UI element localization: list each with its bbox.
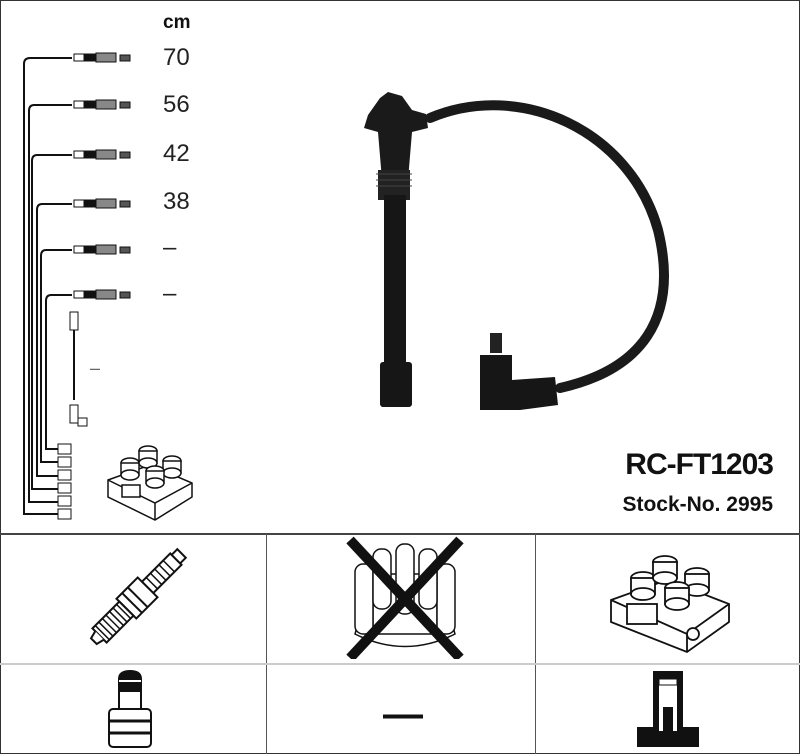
coil-connector-icon xyxy=(637,671,699,747)
grid-col-1 xyxy=(0,534,267,754)
distributor-cap-not-applicable-icon xyxy=(346,536,464,659)
row-divider xyxy=(0,663,800,665)
plug-connector-icon xyxy=(108,669,152,748)
product-panel: cm 70 56 xyxy=(0,12,800,535)
wire-set-schematic-icon xyxy=(23,52,131,520)
stock-number: Stock-No. 2995 xyxy=(622,493,773,516)
ignition-coil-small-icon xyxy=(107,445,193,521)
distributor-connector-value: — xyxy=(383,692,423,736)
ignition-coil-icon xyxy=(610,555,730,654)
wire-length-2: 56 xyxy=(163,91,190,118)
coil-wire-length: – xyxy=(90,358,101,378)
wire-length-3: 42 xyxy=(163,140,190,167)
spark-plug-icon xyxy=(89,547,188,646)
wire-length-5: – xyxy=(163,234,177,261)
wire-length-6: – xyxy=(163,280,177,307)
grid-col-2 xyxy=(267,534,536,754)
unit-label: cm xyxy=(163,12,191,33)
ignition-lead-photo xyxy=(364,92,669,410)
part-number: RC-FT1203 xyxy=(625,448,774,481)
wire-length-4: 38 xyxy=(163,188,190,215)
wire-length-1: 70 xyxy=(163,44,190,71)
applicability-grid: — xyxy=(0,534,800,754)
